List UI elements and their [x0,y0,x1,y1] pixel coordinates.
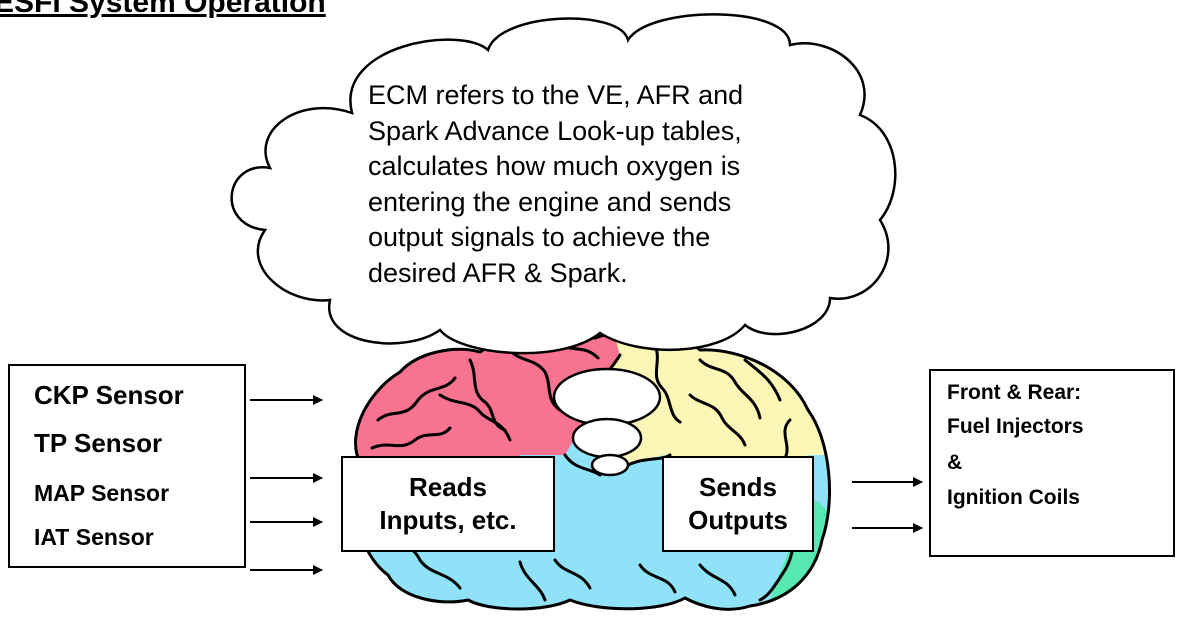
thought-bubbles [552,367,662,477]
output-label-ampersand: & [947,451,963,474]
cloud-line: calculates how much oxygen is [368,151,741,181]
output-label-fuel-injectors: Fuel Injectors [947,415,1084,438]
cloud-line: output signals to achieve the [368,222,711,252]
sends-line-2: Outputs [688,505,788,535]
output-label-front-rear: Front & Rear: [947,381,1082,404]
page-title: ESFI System Operation [0,0,326,19]
sensor-label-tp: TP Sensor [34,428,163,458]
cloud-line: ECM refers to the VE, AFR and [368,80,744,110]
reads-line-2: Inputs, etc. [379,505,517,535]
arrows [250,395,923,575]
output-devices-box: Front & Rear: Fuel Injectors & Ignition … [929,369,1175,557]
cloud-line: entering the engine and sends [368,186,732,217]
sensor-label-ckp: CKP Sensor [34,380,184,410]
thought-cloud [230,13,897,355]
reads-inputs-box: Reads Inputs, etc. [341,456,555,552]
output-label-ignition-coils: Ignition Coils [947,486,1080,509]
cloud-text: ECM refers to the VE, AFR and Spark Adva… [368,78,838,291]
cloud-line: desired AFR & Spark. [368,257,628,288]
reads-line-1: Reads [408,472,488,502]
input-sensors-box: CKP Sensor TP Sensor MAP Sensor IAT Sens… [8,364,246,568]
sensor-label-map: MAP Sensor [34,480,170,506]
sends-line-1: Sends [698,472,778,502]
sensor-label-iat: IAT Sensor [34,524,154,550]
cloud-line: Spark Advance Look-up tables, [368,115,742,146]
sends-outputs-box: Sends Outputs [662,456,814,552]
